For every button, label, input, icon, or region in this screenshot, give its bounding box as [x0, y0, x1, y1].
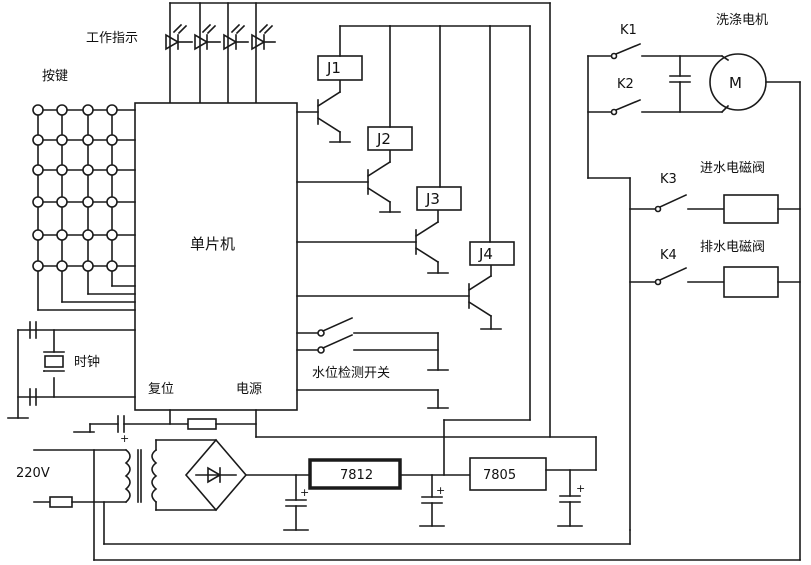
relay-driver-j2: J2: [296, 25, 441, 213]
led-3: [223, 23, 249, 51]
power-supply: 220V + 7812 +: [16, 409, 801, 561]
switch-k4-label: K4: [660, 248, 677, 263]
relay-j2-label: J2: [376, 130, 391, 148]
switch-k2-label: K2: [617, 77, 634, 92]
drain-valve-label: 排水电磁阀: [700, 240, 765, 255]
wash-motor-section: 洗涤电机 K1 K2 M: [587, 13, 801, 561]
relay-driver-j4: J4: [296, 25, 531, 421]
keypad-matrix: 按键: [32, 69, 136, 311]
work-indicator-label: 工作指示: [86, 31, 138, 46]
water-level-switches: 水位检测开关: [296, 316, 449, 409]
led-2: [194, 23, 221, 51]
cap1-plus: +: [300, 486, 309, 499]
cap2-plus: +: [436, 484, 445, 497]
relay-j4-label: J4: [478, 245, 493, 263]
relay-j1-label: J1: [326, 59, 341, 77]
led-1: [165, 23, 193, 51]
reset-circuit: +: [73, 409, 257, 445]
reset-label: 复位: [148, 382, 174, 397]
reset-cap-plus: +: [120, 432, 129, 445]
cap3-plus: +: [576, 482, 585, 495]
led-4: [251, 23, 276, 51]
relay-driver-j1: J1: [296, 25, 391, 143]
work-indicator-leds: 工作指示: [86, 2, 551, 438]
clock-label: 时钟: [74, 354, 100, 370]
switch-k3-label: K3: [660, 172, 677, 187]
wash-motor-label: 洗涤电机: [716, 13, 768, 28]
inlet-valve-section: 进水电磁阀 K3: [587, 161, 801, 531]
relay-j3-label: J3: [425, 190, 440, 208]
inlet-valve-label: 进水电磁阀: [700, 161, 765, 176]
water-level-label: 水位检测开关: [312, 366, 390, 381]
keypad-nodes: [32, 104, 118, 272]
regulator-7805-label: 7805: [483, 468, 516, 483]
switch-k1-label: K1: [620, 23, 637, 38]
power-label: 电源: [236, 382, 262, 397]
mcu-label: 单片机: [190, 235, 235, 253]
mains-voltage-label: 220V: [16, 466, 50, 481]
drain-valve-section: 排水电磁阀 K4: [629, 240, 801, 298]
mcu-block: 单片机 复位 电源: [134, 102, 298, 411]
motor-symbol: M: [729, 74, 742, 92]
keys-label: 按键: [42, 69, 68, 84]
regulator-7812-label: 7812: [340, 468, 373, 483]
clock-crystal: 时钟: [7, 321, 136, 419]
relay-driver-j3: J3: [296, 25, 491, 274]
